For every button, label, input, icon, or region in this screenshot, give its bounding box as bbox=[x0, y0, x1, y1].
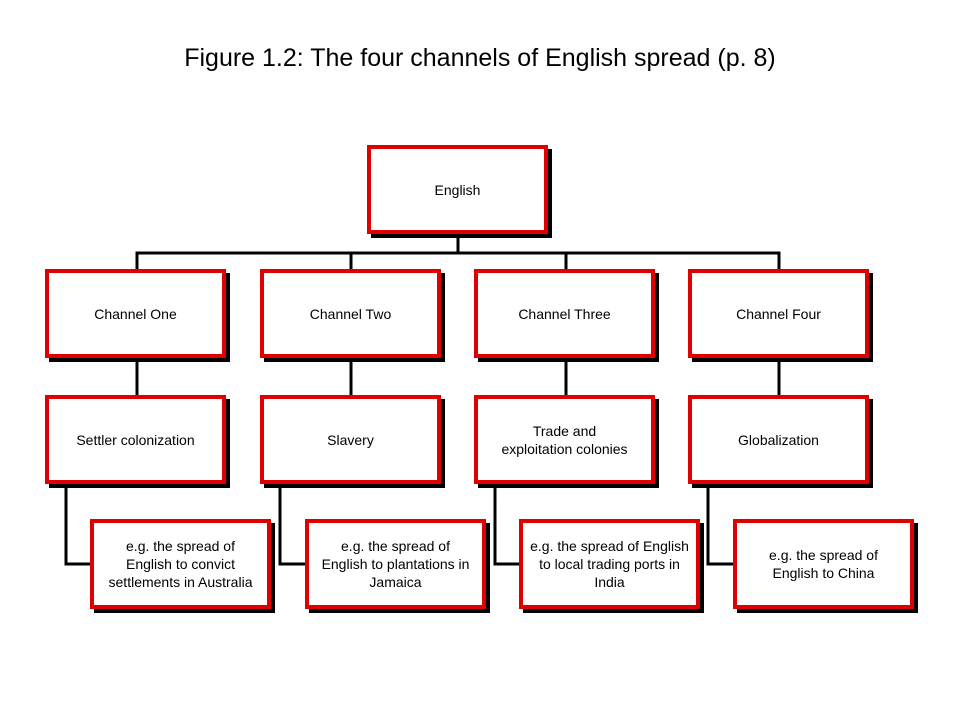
example-node-label: e.g. the spread of English to local trad… bbox=[530, 538, 689, 590]
channel-node-label: Channel Four bbox=[736, 305, 821, 322]
example-node-label: e.g. the spread of English to China bbox=[769, 547, 878, 581]
channel-node-label: Channel Two bbox=[309, 305, 392, 322]
mechanism-node-label: Settler colonization bbox=[76, 431, 195, 448]
mechanism-node-4: Globalization bbox=[688, 395, 869, 484]
example-node-4: e.g. the spread of English to China bbox=[733, 519, 914, 609]
channel-node-2: Channel Two bbox=[260, 269, 441, 358]
mechanism-node-3: Trade and exploitation colonies bbox=[474, 395, 655, 484]
example-node-3: e.g. the spread of English to local trad… bbox=[519, 519, 700, 609]
example-node-label: e.g. the spread of English to convict se… bbox=[108, 538, 253, 590]
channel-node-label: Channel One bbox=[94, 305, 177, 322]
channel-node-4: Channel Four bbox=[688, 269, 869, 358]
mechanism-node-1: Settler colonization bbox=[45, 395, 226, 484]
root-node-english: English bbox=[367, 145, 548, 234]
channel-node-1: Channel One bbox=[45, 269, 226, 358]
mechanism-node-label: Globalization bbox=[738, 431, 819, 448]
mechanism-node-label: Trade and exploitation colonies bbox=[501, 422, 628, 457]
channel-node-3: Channel Three bbox=[474, 269, 655, 358]
channel-node-label: Channel Three bbox=[518, 305, 611, 322]
mechanism-node-label: Slavery bbox=[327, 431, 374, 448]
mechanism-node-2: Slavery bbox=[260, 395, 441, 484]
page-title: Figure 1.2: The four channels of English… bbox=[184, 44, 776, 72]
root-node-label: English bbox=[434, 181, 481, 198]
example-node-2: e.g. the spread of English to plantation… bbox=[305, 519, 486, 609]
example-node-label: e.g. the spread of English to plantation… bbox=[321, 538, 470, 590]
example-node-1: e.g. the spread of English to convict se… bbox=[90, 519, 271, 609]
